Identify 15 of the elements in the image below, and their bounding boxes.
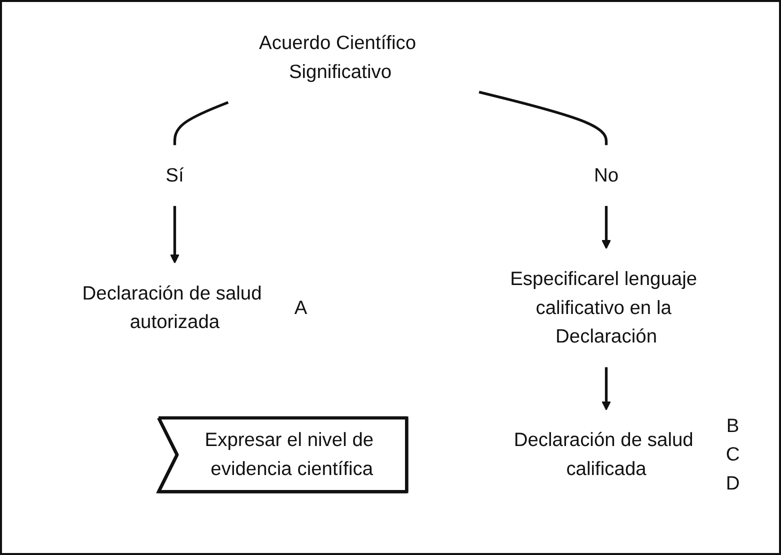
node-text: Especificarel lenguaje calificativo en la Declaración	[510, 268, 698, 347]
arrow	[602, 206, 611, 250]
arrow	[170, 206, 180, 264]
node-label: A	[294, 296, 308, 318]
node-label: D	[726, 472, 740, 494]
node-text: No	[594, 164, 619, 186]
node-text: Acuerdo Científico Significativo	[259, 32, 416, 82]
node-text: Declaración de salud autorizada	[82, 282, 262, 332]
connector	[173, 101, 229, 146]
node-text: Declaración de salud calificada	[514, 429, 694, 480]
node-text: Sí	[166, 164, 184, 186]
arrow	[602, 367, 611, 410]
node-label: C	[726, 444, 740, 465]
node-label: B	[726, 414, 740, 436]
connector	[478, 90, 608, 146]
